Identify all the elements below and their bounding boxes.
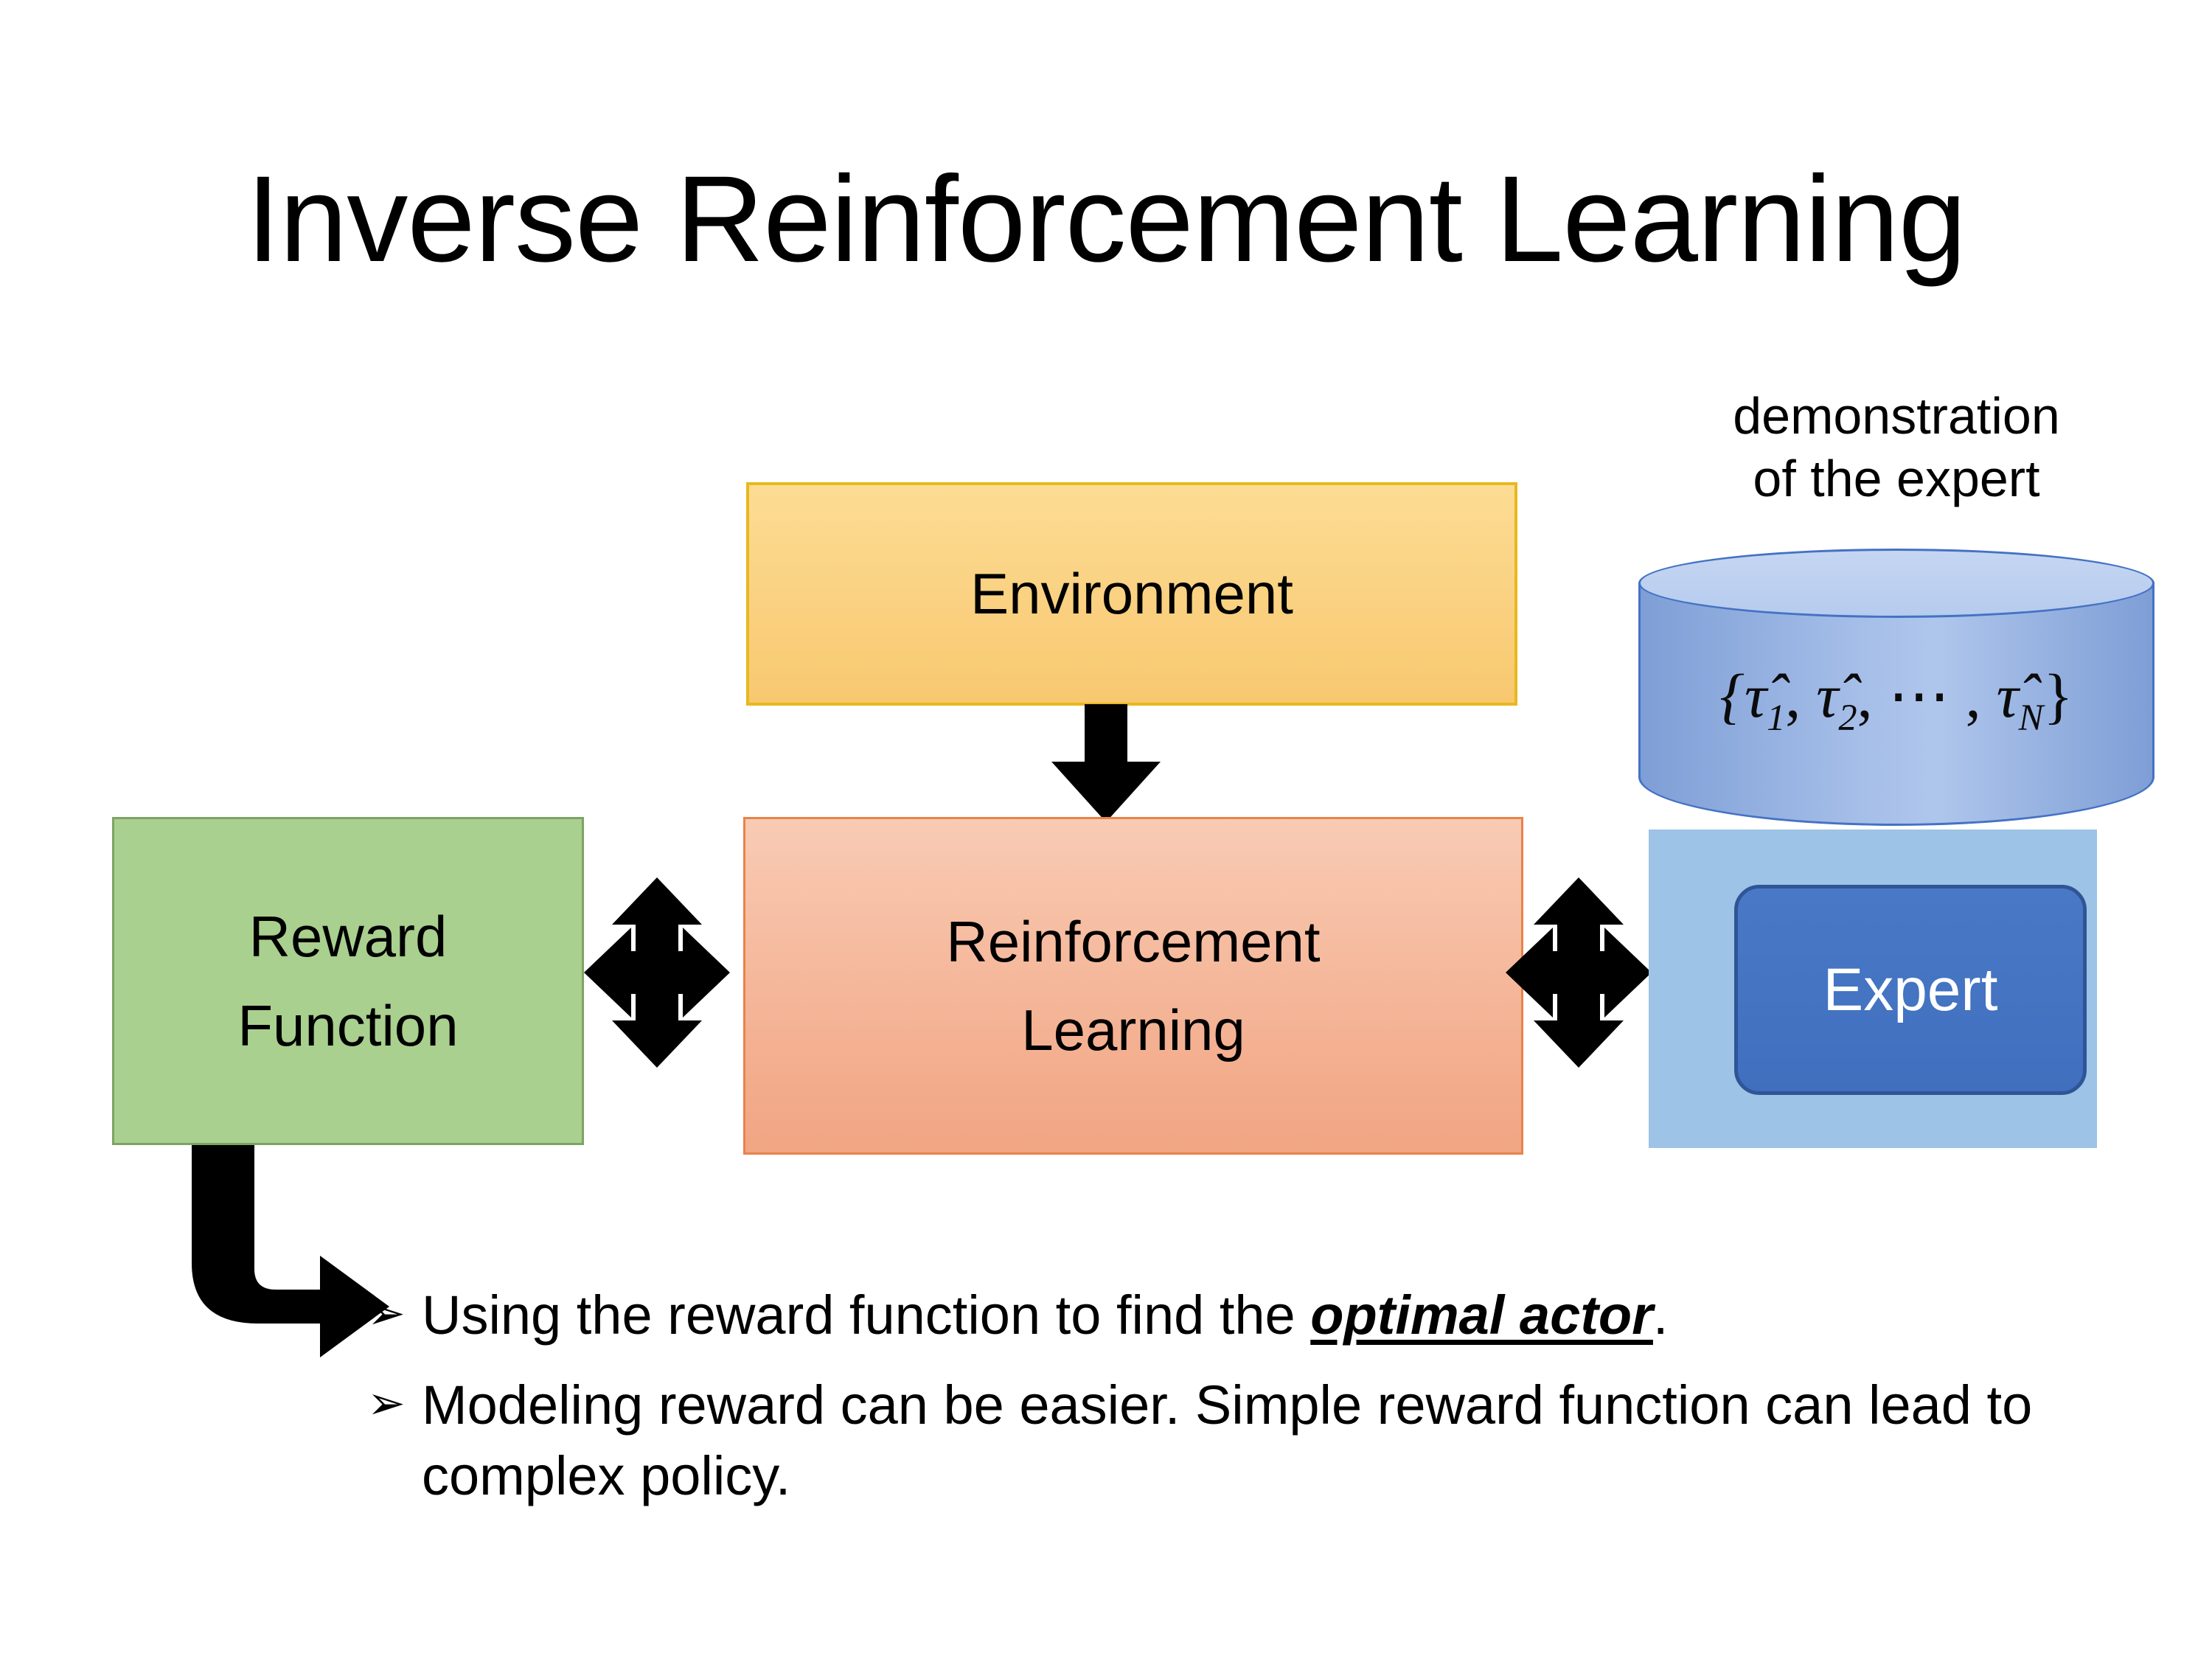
list-item: ➢ Using the reward function to find the … <box>367 1280 2137 1351</box>
reinforcement-learning-box: Reinforcement Learning <box>743 817 1523 1155</box>
expert-label: Expert <box>1823 956 1998 1023</box>
list-item: ➢ Modeling reward can be easier. Simple … <box>367 1370 2137 1512</box>
notes-list: ➢ Using the reward function to find the … <box>367 1280 2137 1531</box>
formula-subscript-2: 2 <box>1838 696 1857 738</box>
formula-open-brace: { <box>1719 662 1745 731</box>
formula-tau-1: τ̂ <box>1745 662 1767 731</box>
demonstration-caption-line2: of the expert <box>1753 450 2040 508</box>
formula-subscript-1: 1 <box>1767 696 1786 738</box>
formula-separator-2: , ⋯ , <box>1857 662 1997 731</box>
bullet-1-prefix: Using the reward function to find the <box>422 1284 1311 1346</box>
cylinder-body <box>1638 582 2154 826</box>
reward-to-notes-elbow-arrow <box>192 1145 389 1357</box>
formula-close-brace: } <box>2043 662 2073 731</box>
reward-function-label-line2: Function <box>237 992 459 1058</box>
bullet-1-emphasis: optimal actor <box>1310 1284 1653 1346</box>
reinforcement-learning-label-line1: Reinforcement <box>946 908 1321 974</box>
environment-label: Environment <box>970 561 1293 627</box>
demonstration-caption-line1: demonstration <box>1733 387 2060 445</box>
trajectory-set-formula: {τ̂1, τ̂2, ⋯ , τ̂N} <box>1638 659 2154 739</box>
bullet-1-suffix: . <box>1652 1284 1669 1346</box>
environment-box: Environment <box>746 482 1517 706</box>
reward-function-label-line1: Reward <box>248 904 448 970</box>
expert-box: Expert <box>1734 885 2087 1095</box>
formula-subscript-n: N <box>2018 696 2044 738</box>
environment-to-rl-down-arrow <box>1051 704 1161 822</box>
bullet-arrow-icon: ➢ <box>367 1376 406 1430</box>
bullet-arrow-icon: ➢ <box>367 1286 406 1340</box>
demonstration-cylinder: {τ̂1, τ̂2, ⋯ , τ̂N} <box>1638 549 2154 844</box>
formula-tau-n: τ̂ <box>1996 662 2019 731</box>
demonstration-caption: demonstration of the expert <box>1638 385 2154 511</box>
rl-expert-bidirectional-arrow <box>1506 877 1652 1068</box>
page-title: Inverse Reinforcement Learning <box>246 151 1966 288</box>
cylinder-top-ellipse <box>1638 549 2154 618</box>
formula-tau-2: τ̂ <box>1816 662 1839 731</box>
bullet-text-1: Using the reward function to find the op… <box>422 1280 2137 1351</box>
reward-rl-bidirectional-arrow <box>584 877 730 1068</box>
reinforcement-learning-label-line2: Learning <box>1021 998 1245 1062</box>
formula-separator-1: , <box>1785 662 1817 731</box>
reward-function-box: Reward Function <box>112 817 584 1145</box>
bullet-text-2: Modeling reward can be easier. Simple re… <box>422 1374 2033 1507</box>
